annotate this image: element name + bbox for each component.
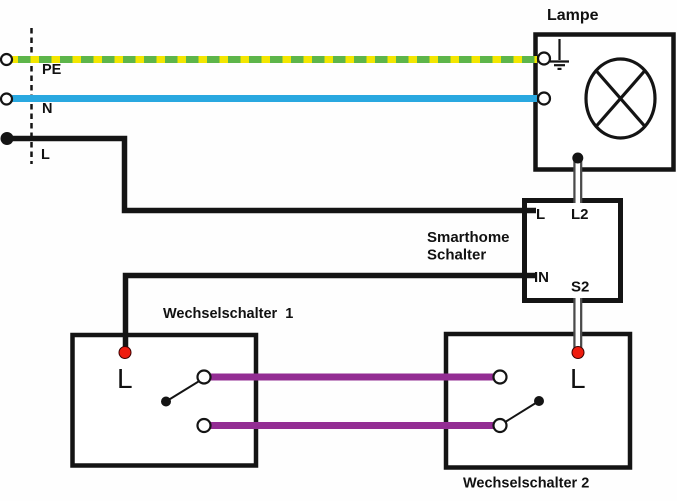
earth-ground-icon [550,39,569,71]
smart-terminal-s2-label: S2 [571,279,589,296]
smart-terminal-l-label: L [536,206,545,223]
switch1-lever [165,380,200,403]
smart-switch-name-line1: Smarthome [427,229,510,246]
supply-pe-label: PE [42,62,62,78]
smart-terminal-l2-label: L2 [571,206,589,223]
switch2-lever [505,400,540,423]
lamp-bulb-icon [584,57,657,140]
switch1-l-terminal [118,346,132,359]
switch1-traveler-terminal-bottom [196,417,212,434]
lamp-n-terminal [536,91,552,106]
supply-n-label: N [42,101,52,117]
switch1-l-label: L [117,363,133,394]
switch1-title: Wechselschalter 1 [163,306,293,322]
switch2-common-dot [534,396,544,406]
switch2-traveler-terminal-bottom [492,417,508,434]
supply-n-terminal [0,92,14,106]
smart-switch-name-line2: Schalter [427,247,486,264]
lamp-pe-terminal [536,51,552,66]
switch2-traveler-terminal-top [492,369,508,385]
switch1-common-dot [161,396,171,407]
supply-l-label: L [41,147,50,163]
switch2-l-label: L [570,363,586,394]
lamp-box [533,32,676,172]
supply-l-terminal [0,132,14,145]
supply-pe-terminal [0,52,14,67]
switch1-traveler-terminal-top [196,369,212,385]
smart-terminal-in-label: IN [534,269,549,286]
lamp-l2-junction-dot [572,152,584,164]
switch2-l-terminal [571,346,585,359]
in-wire [122,272,536,351]
live-wire [12,135,536,214]
switch2-title: Wechselschalter 2 [463,476,589,492]
smart-switch-box [522,198,623,303]
lamp-title: Lampe [547,7,599,24]
